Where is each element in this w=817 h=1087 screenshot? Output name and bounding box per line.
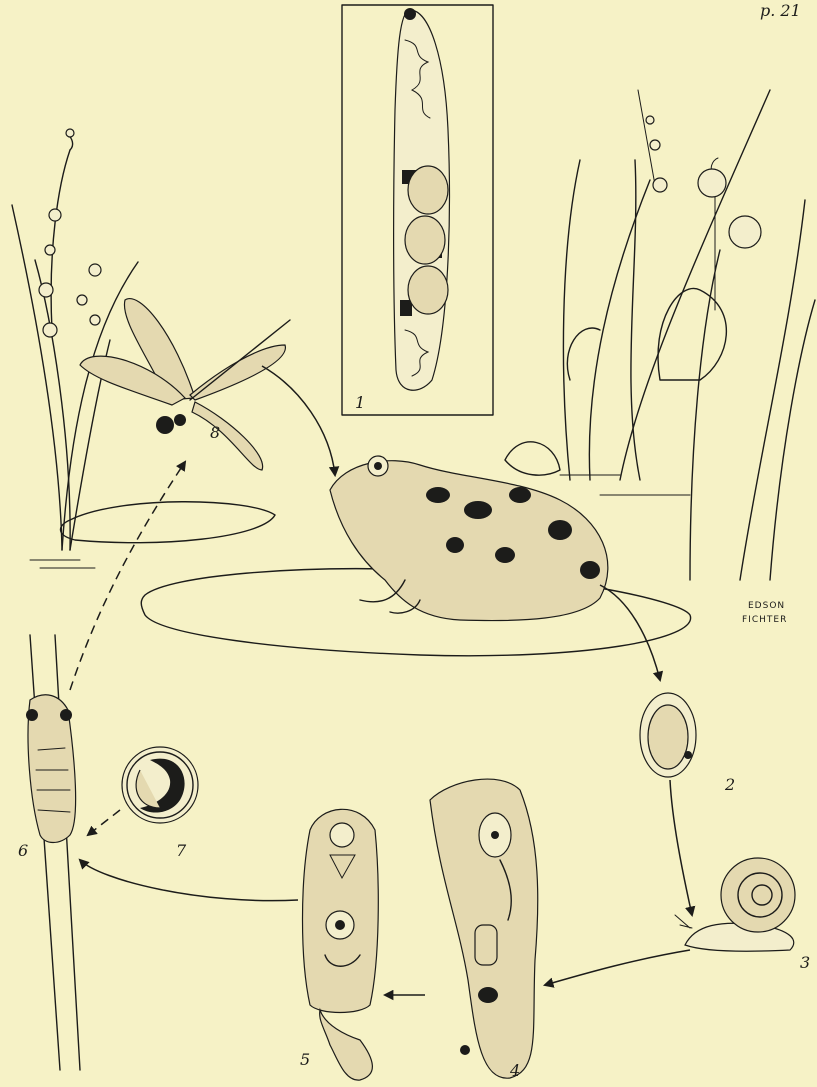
page-number: p. 21 (760, 1, 801, 20)
adult-fluke (394, 8, 450, 390)
label-stage-1: 1 (355, 393, 365, 412)
label-stage-4: 4 (509, 1061, 520, 1080)
cercaria (303, 809, 379, 1080)
dragonfly-nymph (26, 635, 80, 1070)
metacercaria-cyst (122, 747, 198, 823)
dragonfly (80, 299, 290, 470)
frog (330, 456, 608, 621)
egg (640, 693, 696, 777)
svg-text:EDSON: EDSON (748, 601, 785, 611)
redia (430, 779, 538, 1078)
artist-signature: EDSON FICHTER (742, 601, 787, 625)
label-stage-8: 8 (210, 423, 220, 442)
left-plants (12, 129, 138, 568)
label-stage-6: 6 (18, 841, 28, 860)
label-stage-7: 7 (176, 841, 187, 860)
lily-pad-small (60, 502, 275, 543)
label-stage-2: 2 (724, 775, 735, 794)
snail (675, 858, 795, 951)
label-stage-3: 3 (800, 953, 810, 972)
svg-text:FICHTER: FICHTER (742, 615, 787, 625)
label-stage-5: 5 (300, 1050, 310, 1069)
